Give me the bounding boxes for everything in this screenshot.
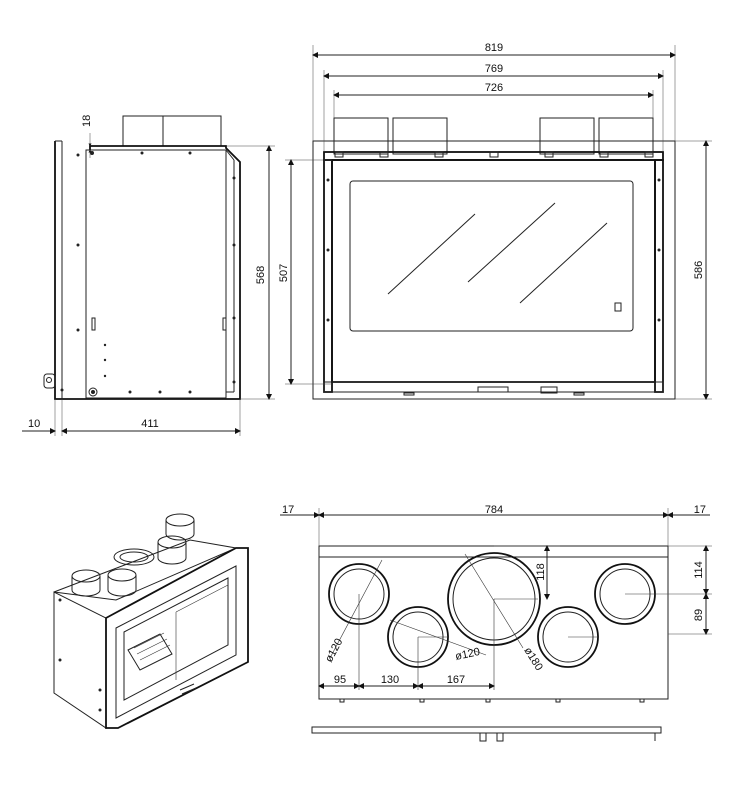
dim-front-glass-height: 507 xyxy=(278,264,290,282)
top-view: 17 784 17 118 114 89 ø120 ø120 ø180 95 1… xyxy=(280,504,712,742)
air-control xyxy=(477,386,509,393)
dim-bottom-2: 130 xyxy=(381,674,399,686)
flue-collar xyxy=(122,115,164,147)
iso-view xyxy=(53,513,249,729)
dim-top-width: 784 xyxy=(485,504,503,516)
dim-top-left-margin: 17 xyxy=(282,504,294,516)
iso-grate xyxy=(127,633,173,671)
dim-front-overall-height: 586 xyxy=(693,261,705,279)
dim-top-right-lower: 89 xyxy=(693,609,705,621)
side-view: 18 568 411 10 xyxy=(22,115,275,436)
top-front-rail xyxy=(311,726,662,734)
dim-top-right-margin: 17 xyxy=(694,504,706,516)
dim-bottom-3: 167 xyxy=(447,674,465,686)
flue-collar xyxy=(598,117,654,155)
dim-side-height: 568 xyxy=(255,266,267,284)
front-outer-frame xyxy=(312,140,676,400)
flue-collar xyxy=(162,115,222,147)
control-knob xyxy=(88,387,98,397)
dia-middle-outlet: ø120 xyxy=(454,646,481,663)
iso-side-panel xyxy=(53,591,107,729)
dim-front-overall-width: 819 xyxy=(485,42,503,54)
dim-top-right-upper: 114 xyxy=(693,561,705,579)
iso-firebox xyxy=(123,577,229,701)
front-right-jamb xyxy=(654,159,664,393)
dim-front-width-3: 726 xyxy=(485,82,503,94)
dim-side-depth: 411 xyxy=(141,418,159,430)
front-left-jamb xyxy=(323,159,333,393)
front-top-band xyxy=(323,151,664,161)
side-inner-panel xyxy=(85,149,227,399)
iso-front-frame xyxy=(105,547,249,729)
dim-top-offset: 18 xyxy=(81,115,93,127)
door-glass xyxy=(349,180,634,332)
dia-left-outlet: ø120 xyxy=(323,637,345,665)
slot xyxy=(222,317,227,331)
dim-back-offset: 10 xyxy=(28,418,40,430)
dim-bottom-1: 95 xyxy=(334,674,346,686)
door-frame xyxy=(331,159,656,383)
dim-top-outlet-depth: 118 xyxy=(535,563,547,581)
logo-mark xyxy=(614,302,622,312)
mounting-bracket xyxy=(43,373,56,389)
side-body-outline xyxy=(54,141,241,400)
slot xyxy=(91,317,96,331)
flue-collar xyxy=(392,117,448,155)
flue-collar xyxy=(539,117,595,155)
front-view: 819 769 726 507 586 xyxy=(278,42,712,400)
flue-collar xyxy=(333,117,389,155)
dim-front-width-2: 769 xyxy=(485,63,503,75)
